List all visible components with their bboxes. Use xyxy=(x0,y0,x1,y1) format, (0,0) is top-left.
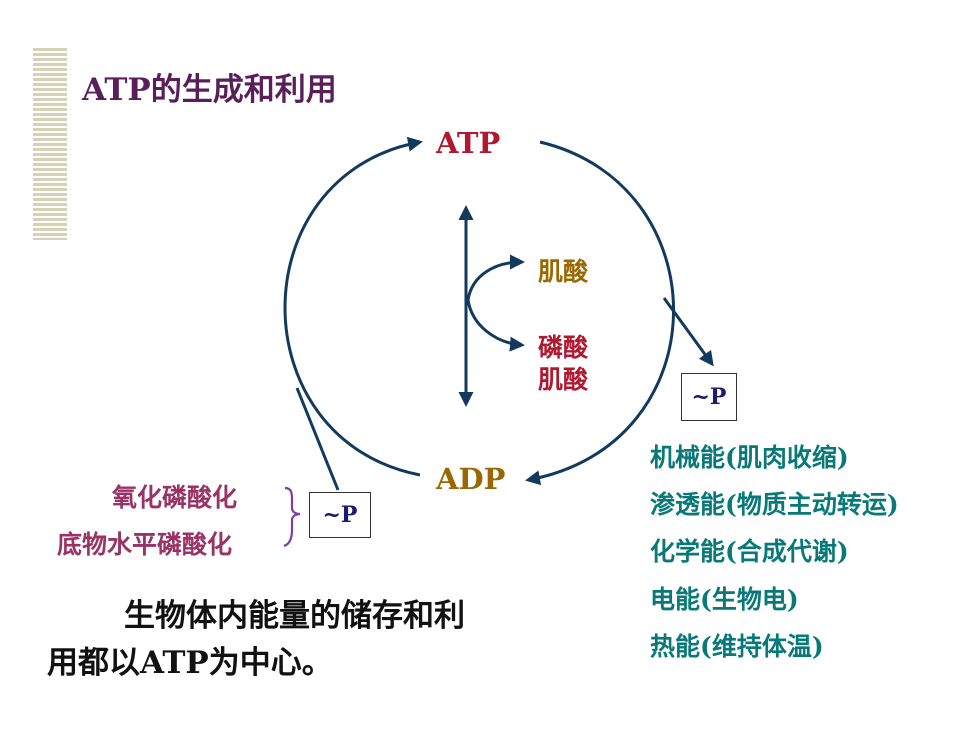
left-cycle-arrow xyxy=(283,136,423,477)
energy-use-thermal: 热能(维持体温) xyxy=(650,632,824,661)
adp-label: ADP xyxy=(436,462,506,496)
energy-use-chemical: 化学能(合成代谢) xyxy=(650,537,849,566)
phosphocreatine-label-line1: 磷酸 xyxy=(538,333,589,362)
oxidative-phosphorylation-label: 氧化磷酸化 xyxy=(112,483,238,512)
summary-line-2: 用都以ATP为中心。 xyxy=(47,645,333,681)
phosphate-box-out: ~P xyxy=(681,373,737,421)
phosphate-out-arrow xyxy=(662,297,714,367)
substrate-level-phosphorylation-label: 底物水平磷酸化 xyxy=(57,530,233,559)
energy-use-mechanical: 机械能(肌肉收缩) xyxy=(650,443,849,472)
energy-use-electrical: 电能(生物电) xyxy=(650,585,799,614)
phosphate-label: ~P xyxy=(691,384,727,410)
right-cycle-arrow xyxy=(525,140,675,486)
atp-label: ATP xyxy=(436,126,501,160)
phosphate-box-in: ~P xyxy=(309,492,371,538)
energy-use-osmotic: 渗透能(物质主动转运) xyxy=(650,490,899,519)
decorative-stripes xyxy=(33,48,67,240)
summary-line-1: 生物体内能量的储存和利 xyxy=(124,598,465,634)
page-title: ATP的生成和利用 xyxy=(82,72,337,108)
phosphocreatine-label-line2: 肌酸 xyxy=(538,365,589,394)
phosphate-in-line xyxy=(295,387,340,491)
phosphate-label: ~P xyxy=(322,502,358,528)
creatine-label: 肌酸 xyxy=(538,257,589,286)
creatine-branch-arrow xyxy=(466,254,525,301)
phosphocreatine-branch-arrow xyxy=(466,299,525,352)
left-labels-brace xyxy=(283,486,301,548)
